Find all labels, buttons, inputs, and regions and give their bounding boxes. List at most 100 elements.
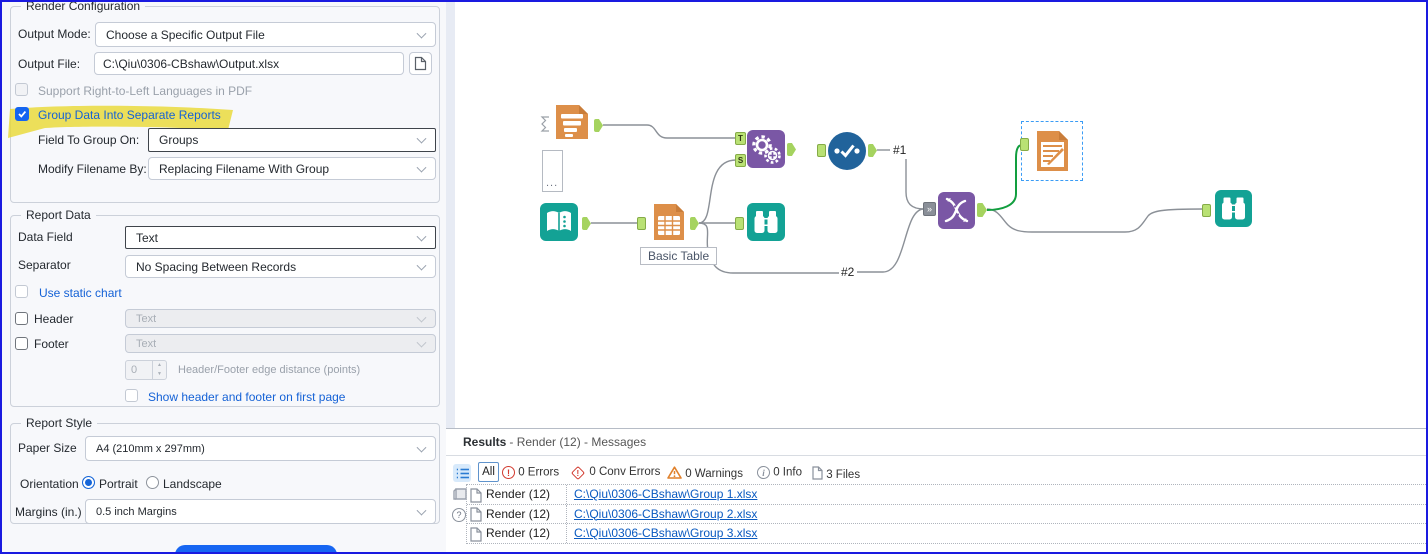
output-mode-label: Output Mode: (18, 27, 91, 41)
connection-basictable-macro-s[interactable] (698, 159, 737, 224)
edge-distance-stepper[interactable]: 0 ▲▼ (125, 360, 167, 380)
macro-tool[interactable] (747, 130, 785, 168)
chevron-down-icon (416, 337, 427, 348)
results-title: Results (463, 435, 507, 449)
connection-union-render-selected[interactable] (986, 144, 1023, 211)
connection-1-segment-b[interactable] (905, 159, 925, 210)
browse-tool[interactable] (747, 203, 785, 241)
browse-tool-2[interactable] (1215, 190, 1252, 227)
result-row[interactable]: Render (12) C:\Qiu\0306-CBshaw\Group 2.x… (467, 504, 1426, 524)
result-row[interactable]: Render (12) C:\Qiu\0306-CBshaw\Group 1.x… (467, 485, 1426, 505)
stepper-down-icon[interactable]: ▼ (157, 371, 162, 377)
binoculars-icon (1222, 197, 1245, 220)
input-anchor[interactable] (1202, 204, 1211, 217)
multi-input-anchor[interactable]: » (923, 202, 936, 216)
dock-panel-button[interactable] (452, 487, 467, 502)
output-anchor[interactable] (787, 143, 796, 156)
connection-union-browse2[interactable] (986, 208, 1204, 233)
use-static-chart-checkbox[interactable] (15, 285, 28, 298)
tool-annotation[interactable]: Basic Table (640, 247, 718, 265)
filter-info-button[interactable]: i 0 Info (757, 466, 802, 479)
basic-table-tool[interactable] (650, 202, 688, 242)
separator-select[interactable]: No Spacing Between Records (125, 255, 436, 278)
header-checkbox[interactable] (15, 312, 28, 325)
group-title: Render Configuration (21, 2, 146, 13)
input-anchor[interactable] (817, 144, 826, 157)
connection-2-segment-b[interactable] (857, 208, 925, 273)
connection-wires (591, 124, 1204, 274)
result-source: Render (12) (486, 487, 551, 501)
group-data-checkbox[interactable] (15, 107, 29, 121)
chevron-down-icon (416, 260, 427, 271)
macro-input-anchor-t[interactable]: T (735, 132, 746, 145)
footer-checkbox[interactable] (15, 337, 28, 350)
field-to-group-select[interactable]: Groups (148, 128, 436, 152)
gears-icon (752, 135, 781, 164)
check-icon (18, 111, 27, 118)
input-anchor[interactable] (1020, 138, 1029, 151)
output-mode-select[interactable]: Choose a Specific Output File (95, 22, 436, 47)
macro-input-anchor-s[interactable]: S (735, 154, 746, 167)
binoculars-icon (754, 211, 778, 233)
output-anchor[interactable] (594, 119, 603, 132)
collapsed-comment-box[interactable]: ... (542, 150, 563, 192)
filter-files-button[interactable]: 3 Files (812, 466, 860, 481)
open-book-icon (547, 211, 571, 231)
header-select: Text (125, 309, 436, 328)
results-rows: Render (12) C:\Qiu\0306-CBshaw\Group 1.x… (466, 484, 1426, 544)
text-input-tool[interactable] (553, 103, 591, 141)
apply-button[interactable] (175, 545, 337, 552)
table-icon (654, 204, 684, 240)
filter-errors-button[interactable]: ! 0 Errors (502, 466, 559, 479)
union-tool[interactable] (938, 192, 975, 229)
connection-label-2[interactable]: #2 (840, 265, 856, 279)
tool-anchor-glyph (540, 116, 549, 132)
file-icon (470, 487, 482, 503)
help-button[interactable]: ? (452, 508, 466, 522)
filter-conv-errors-button[interactable]: ! 0 Conv Errors (570, 465, 660, 480)
show-header-footer-label: Show header and footer on first page (148, 390, 346, 404)
margins-label: Margins (in.) (15, 505, 82, 519)
chevron-down-icon (416, 442, 427, 453)
workflow-canvas[interactable]: ... Basic Table T (455, 2, 1426, 428)
field-to-group-label: Field To Group On: (38, 133, 140, 147)
modify-filename-select[interactable]: Replacing Filename With Group (148, 157, 436, 180)
filter-warnings-button[interactable]: 0 Warnings (667, 466, 743, 480)
modify-filename-label: Modify Filename By: (38, 162, 147, 176)
output-anchor[interactable] (977, 203, 987, 217)
output-anchor[interactable] (690, 217, 699, 230)
panel-splitter[interactable] (446, 2, 455, 428)
result-source: Render (12) (486, 526, 551, 540)
file-icon (812, 466, 823, 480)
render-tool[interactable] (1035, 128, 1070, 174)
chevron-down-icon (416, 312, 427, 323)
browse-file-button[interactable] (409, 52, 432, 75)
result-file-link[interactable]: C:\Qiu\0306-CBshaw\Group 1.xlsx (574, 487, 758, 501)
connection-label-1[interactable]: #1 (892, 143, 908, 157)
stepper-up-icon[interactable]: ▲ (157, 362, 162, 368)
landscape-radio[interactable] (146, 476, 159, 489)
warning-icon (667, 466, 682, 479)
helix-icon (944, 197, 969, 223)
connection-textinput-macro[interactable] (603, 124, 736, 139)
input-data-tool[interactable] (540, 203, 578, 241)
output-anchor[interactable] (868, 144, 877, 157)
rtl-checkbox[interactable] (15, 83, 28, 96)
input-anchor[interactable] (735, 217, 744, 230)
paper-size-select[interactable]: A4 (210mm x 297mm) (85, 436, 436, 461)
result-file-link[interactable]: C:\Qiu\0306-CBshaw\Group 2.xlsx (574, 506, 758, 521)
show-header-footer-checkbox[interactable] (125, 389, 138, 402)
portrait-radio[interactable] (82, 476, 95, 489)
margins-select[interactable]: 0.5 inch Margins (85, 499, 436, 524)
portrait-label: Portrait (99, 477, 138, 491)
check-tool[interactable] (828, 132, 866, 170)
messages-view-button[interactable] (453, 464, 471, 482)
result-row[interactable]: Render (12) C:\Qiu\0306-CBshaw\Group 3.x… (467, 524, 1426, 544)
filter-all-button[interactable]: All (478, 462, 499, 482)
data-field-select[interactable]: Text (125, 226, 436, 249)
result-file-link[interactable]: C:\Qiu\0306-CBshaw\Group 3.xlsx (574, 526, 758, 540)
output-anchor[interactable] (582, 217, 591, 230)
input-anchor[interactable] (637, 217, 646, 230)
output-file-input[interactable] (94, 52, 404, 75)
